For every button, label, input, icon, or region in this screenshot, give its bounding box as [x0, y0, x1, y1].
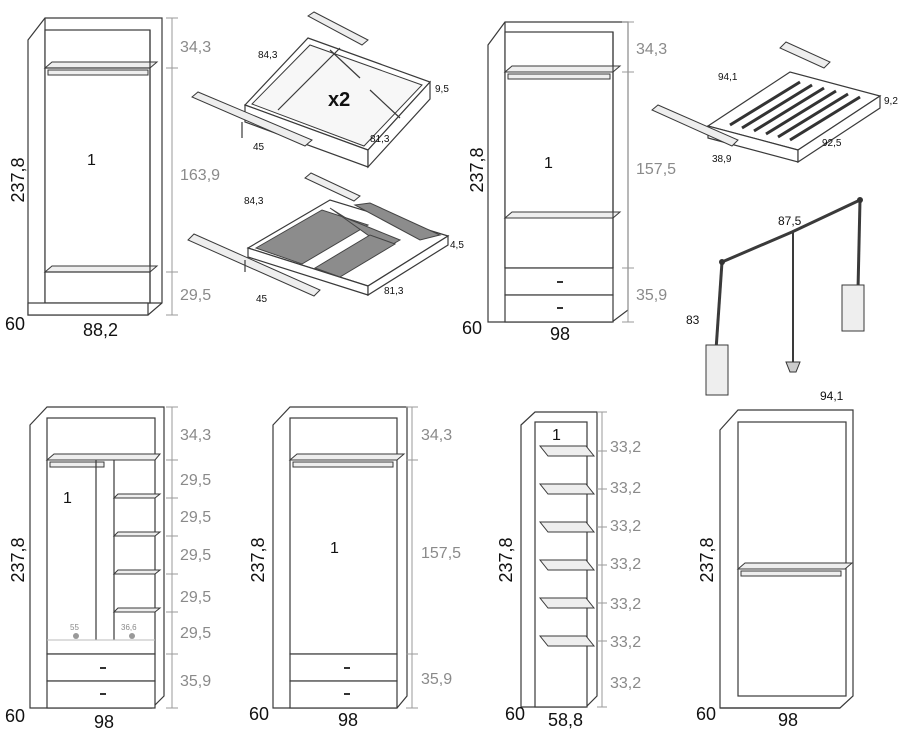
wardrobe-3-dim-6: 29,5	[180, 625, 211, 642]
wardrobe-3-dim-5: 29,5	[180, 589, 211, 606]
wardrobe-4-width: 98	[338, 710, 358, 730]
wardrobe-5-depth: 60	[505, 704, 525, 724]
wardrobe-5-dim-3: 33,2	[610, 518, 641, 535]
wardrobe-2-height: 237,8	[467, 147, 487, 192]
glass-drawer-height: 9,5	[435, 84, 449, 95]
glass-drawer-depth: 81,3	[370, 134, 390, 145]
wardrobe-1-drawing	[27, 17, 178, 316]
wardrobe-6-width: 98	[778, 710, 798, 730]
wardrobe-1-dim-2: 163,9	[180, 167, 220, 184]
trouser-rack-depth: 92,5	[822, 138, 842, 149]
wardrobe-3-dim-1: 34,3	[180, 427, 211, 444]
wardrobe-6-depth: 60	[696, 704, 716, 724]
wardrobe-3-small-label-2: 36,6	[121, 623, 137, 632]
wardrobe-5-dim-4: 33,2	[610, 556, 641, 573]
wardrobe-5-dim-1: 33,2	[610, 439, 641, 456]
wardrobe-4-drawing	[272, 406, 418, 709]
wardrobe-5-height: 237,8	[496, 537, 516, 582]
wardrobe-1-width: 88,2	[83, 320, 118, 340]
trouser-rack-height: 9,2	[884, 96, 898, 107]
wardrobe-1-section-label: 1	[87, 152, 96, 169]
glass-drawer-quantity: x2	[328, 89, 350, 111]
pull-down-rail-drawing	[705, 197, 865, 396]
wardrobe-1-depth: 60	[5, 314, 25, 334]
wardrobe-5-dim-6: 33,2	[610, 634, 641, 651]
wardrobe-4-dim-3: 35,9	[421, 671, 452, 688]
wardrobe-6-height: 237,8	[697, 537, 717, 582]
pull-down-rail-height: 83	[686, 313, 700, 327]
trouser-rack-rail: 38,9	[712, 154, 732, 165]
mesh-drawer-width: 84,3	[244, 196, 264, 207]
wardrobe-1-dim-1: 34,3	[180, 39, 211, 56]
pull-down-rail-top-width: 87,5	[778, 214, 802, 228]
wardrobe-2-drawing	[487, 21, 634, 323]
wardrobe-4-section-label: 1	[330, 540, 339, 557]
glass-drawer-drawing	[191, 11, 432, 169]
wardrobe-5-width: 58,8	[548, 710, 583, 730]
trouser-rack-drawing	[651, 41, 882, 164]
wardrobe-6-drawing	[719, 409, 854, 709]
wardrobe-3-dim-4: 29,5	[180, 547, 211, 564]
wardrobe-5-section-label: 1	[552, 427, 561, 444]
wardrobe-3-section-label: 1	[63, 490, 72, 507]
wardrobe-2-dim-3: 35,9	[636, 287, 667, 304]
wardrobe-2-depth: 60	[462, 318, 482, 338]
mesh-drawer-rail: 45	[256, 294, 268, 305]
wardrobe-1-dim-3: 29,5	[180, 287, 211, 304]
wardrobe-5-dim-5: 33,2	[610, 596, 641, 613]
glass-drawer-rail: 45	[253, 142, 265, 153]
wardrobe-5-dim-7: 33,2	[610, 675, 641, 692]
wardrobe-4-height: 237,8	[248, 537, 268, 582]
wardrobe-2-width: 98	[550, 324, 570, 344]
wardrobe-5-dim-2: 33,2	[610, 480, 641, 497]
wardrobe-3-depth: 60	[5, 706, 25, 726]
wardrobe-3-height: 237,8	[8, 537, 28, 582]
wardrobe-4-depth: 60	[249, 704, 269, 724]
wardrobe-3-dim-2: 29,5	[180, 472, 211, 489]
wardrobe-2-dim-1: 34,3	[636, 41, 667, 58]
wardrobe-3-small-label-1: 55	[70, 623, 79, 632]
wardrobe-1-height: 237,8	[8, 157, 28, 202]
mesh-drawer-height: 4,5	[450, 240, 464, 251]
wardrobe-3-dim-3: 29,5	[180, 509, 211, 526]
wardrobe-3-drawing	[29, 406, 178, 709]
wardrobe-2-section-label: 1	[544, 155, 553, 172]
wardrobe-3-dim-7: 35,9	[180, 673, 211, 690]
wardrobe-4-dim-1: 34,3	[421, 427, 452, 444]
wardrobe-5-drawing	[520, 411, 607, 708]
wardrobe-2-dim-2: 157,5	[636, 161, 676, 178]
trouser-rack-width: 94,1	[718, 72, 738, 83]
pull-down-rail-width: 94,1	[820, 389, 844, 403]
wardrobe-3-width: 98	[94, 712, 114, 732]
mesh-drawer-depth: 81,3	[384, 286, 404, 297]
wardrobe-4-dim-2: 157,5	[421, 545, 461, 562]
glass-drawer-width: 84,3	[258, 50, 278, 61]
mesh-drawer-drawing	[187, 172, 450, 297]
